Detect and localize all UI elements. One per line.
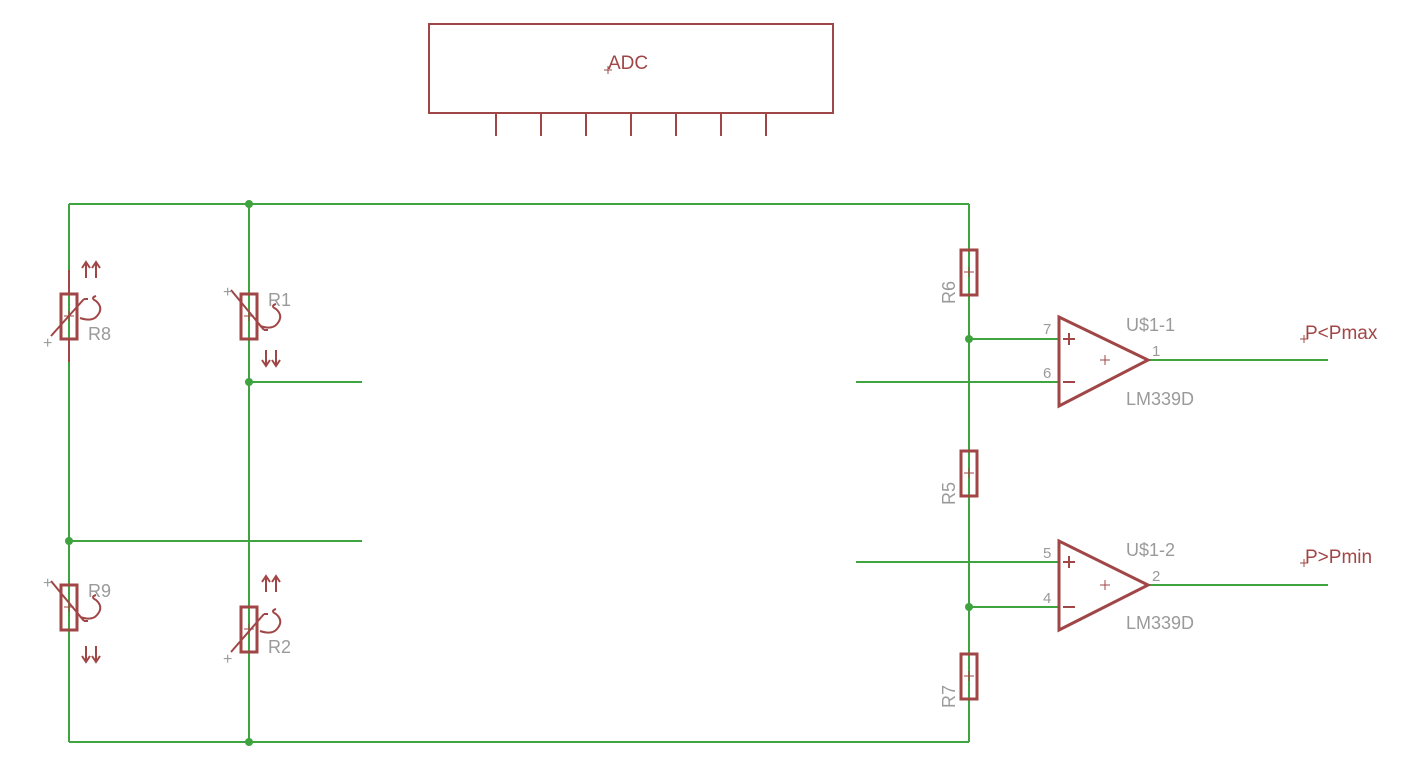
svg-text:+: +	[43, 335, 52, 352]
junction-dot	[245, 378, 253, 386]
net-label-pmin[interactable]: P>Pmin	[1300, 547, 1372, 568]
resistor-r9[interactable]: + R9	[43, 575, 111, 664]
resistor-r1[interactable]: + R1	[223, 284, 291, 368]
resistor-label-r7: R7	[939, 685, 959, 708]
wires	[68, 203, 1328, 743]
comparator-value: LM339D	[1126, 389, 1194, 409]
pin-number: 2	[1152, 568, 1160, 585]
temperature-icon	[79, 594, 102, 620]
resistor-label-r1: R1	[268, 290, 291, 310]
resistor-r5[interactable]: R5	[939, 449, 979, 505]
comparator-value: LM339D	[1126, 613, 1194, 633]
comparator-u1-1[interactable]: 7 6 1 U$1-1 LM339D	[1043, 314, 1194, 409]
arrow-down-icon	[261, 350, 281, 368]
resistor-label-r2: R2	[268, 637, 291, 657]
junction-dot	[65, 537, 73, 545]
adc-label: ADC	[608, 53, 648, 74]
arrow-up-icon	[81, 260, 101, 278]
resistor-label-r6: R6	[939, 281, 959, 304]
pin-number: 5	[1043, 545, 1051, 562]
pin-number: 7	[1043, 321, 1051, 338]
resistor-label-r8: R8	[88, 324, 111, 344]
pin-number: 6	[1043, 365, 1051, 382]
resistor-r6[interactable]: R6	[939, 248, 979, 304]
temperature-icon	[79, 295, 102, 321]
junctions	[65, 200, 973, 746]
svg-text:+: +	[223, 284, 232, 301]
temperature-icon	[259, 303, 282, 329]
junction-dot	[245, 200, 253, 208]
pin-number: 1	[1152, 343, 1160, 360]
net-label-pmax[interactable]: P<Pmax	[1300, 323, 1378, 344]
arrow-down-icon	[81, 646, 101, 664]
resistor-label-r9: R9	[88, 581, 111, 601]
net-label-text: P<Pmax	[1305, 323, 1378, 344]
resistor-r7[interactable]: R7	[939, 652, 979, 708]
svg-text:+: +	[43, 575, 52, 592]
resistor-r2[interactable]: + R2	[223, 574, 291, 668]
resistor-r8[interactable]: + R8	[43, 260, 111, 362]
adc-block[interactable]: ADC	[428, 23, 834, 136]
comparator-name: U$1-2	[1126, 540, 1175, 560]
arrow-up-icon	[261, 574, 281, 592]
pin-number: 4	[1043, 590, 1051, 607]
svg-text:+: +	[223, 651, 232, 668]
net-label-text: P>Pmin	[1305, 547, 1372, 568]
comparator-name: U$1-1	[1126, 315, 1175, 335]
junction-dot	[245, 738, 253, 746]
resistor-label-r5: R5	[939, 482, 959, 505]
comparator-u1-2[interactable]: 5 4 2 U$1-2 LM339D	[1043, 538, 1194, 633]
junction-dot	[965, 603, 973, 611]
temperature-icon	[259, 608, 282, 634]
junction-dot	[965, 335, 973, 343]
